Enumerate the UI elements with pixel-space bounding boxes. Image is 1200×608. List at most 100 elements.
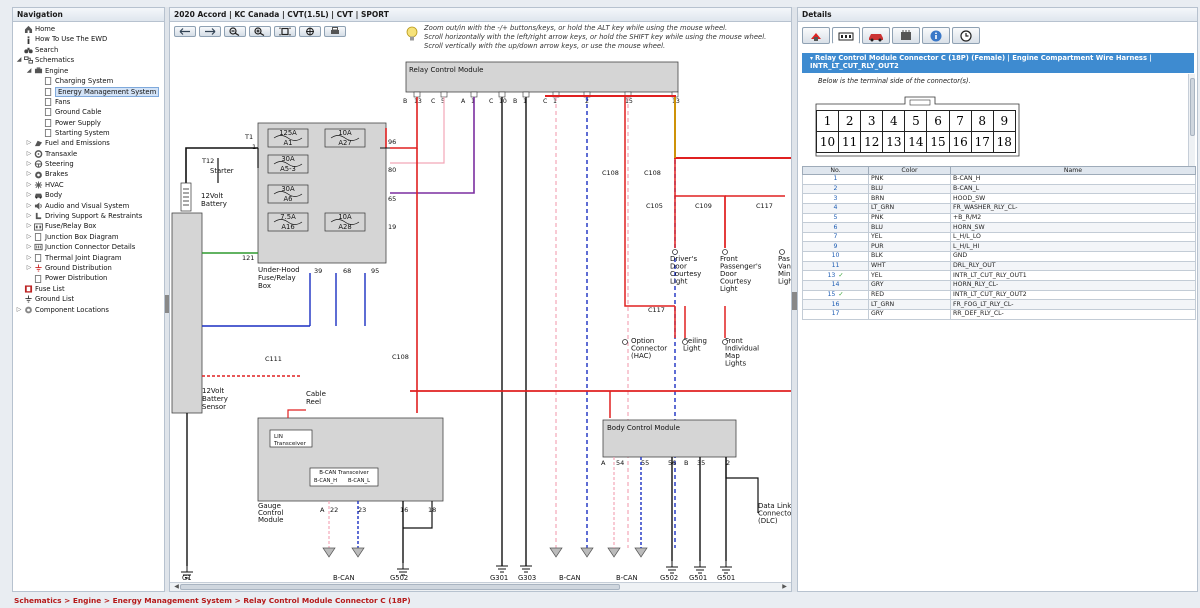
connector-pin[interactable]: 3 [861,111,884,132]
connector-pin[interactable]: 2 [839,111,862,132]
expand-toggle-icon[interactable]: ▷ [26,243,32,251]
locate-button[interactable] [299,26,321,37]
collapse-details-handle[interactable] [792,292,797,310]
nav-item-schematics[interactable]: ◢Schematics [13,55,164,65]
connector-pin[interactable]: 14 [905,132,928,153]
forward-button[interactable] [199,26,221,37]
horizontal-scrollbar[interactable]: ◀ ▶ [170,582,791,591]
nav-item-junction-box-diagram[interactable]: ▷Junction Box Diagram [13,232,164,242]
expand-toggle-icon[interactable]: ◢ [26,66,32,74]
connector-pin[interactable]: 10 [817,132,840,153]
expand-toggle-icon[interactable]: ▷ [26,201,32,209]
print-button[interactable] [324,26,346,37]
connector-title[interactable]: ▾Relay Control Module Connector C (18P) … [802,53,1194,73]
tab-connector-pin[interactable] [802,27,830,44]
expand-toggle-icon[interactable]: ▷ [26,139,32,147]
expand-toggle-icon[interactable]: ▷ [26,212,32,220]
connector-pin[interactable]: 4 [883,111,906,132]
nav-item-power-supply[interactable]: Power Supply [13,118,164,128]
nav-item-starting-system[interactable]: Starting System [13,128,164,138]
collapse-nav-handle[interactable] [165,295,169,313]
nav-item-component-locations[interactable]: ▷Component Locations [13,305,164,315]
connector-pin[interactable]: 11 [839,132,862,153]
nav-item-fuse-relay-box[interactable]: ▷Fuse/Relay Box [13,221,164,231]
zoom-out-button[interactable] [224,26,246,37]
tab-harness[interactable] [892,27,920,44]
nav-item-home[interactable]: Home [13,24,164,34]
nav-item-fans[interactable]: Fans [13,97,164,107]
expand-toggle-icon[interactable]: ▷ [26,191,32,199]
connector-pin[interactable]: 17 [971,132,994,153]
nav-item-engine[interactable]: ◢Engine [13,66,164,76]
right-splitter[interactable] [792,7,797,592]
nav-item-ground-cable[interactable]: Ground Cable [13,107,164,117]
nav-item-body[interactable]: ▷Body [13,190,164,200]
expand-toggle-icon[interactable]: ▷ [26,222,32,230]
connector-pin[interactable]: 18 [993,132,1016,153]
nav-item-audio-and-visual-system[interactable]: ▷Audio and Visual System [13,201,164,211]
nav-item-steering[interactable]: ▷Steering [13,159,164,169]
collapse-icon[interactable]: ▾ [810,55,814,62]
nav-item-thermal-joint-diagram[interactable]: ▷Thermal Joint Diagram [13,253,164,263]
expand-toggle-icon[interactable]: ▷ [16,305,22,313]
tab-connector-view[interactable] [832,27,860,44]
scroll-right-icon[interactable]: ▶ [782,583,787,590]
connector-pin[interactable]: 9 [993,111,1016,132]
nav-item-power-distribution[interactable]: Power Distribution [13,273,164,283]
tab-history[interactable] [952,27,980,44]
connector-pin[interactable]: 8 [971,111,994,132]
zoom-in-button[interactable] [249,26,271,37]
tab-info[interactable] [922,27,950,44]
expand-toggle-icon[interactable]: ▷ [26,149,32,157]
nav-item-ground-list[interactable]: Ground List [13,294,164,304]
connector-pin[interactable]: 1 [817,111,840,132]
nav-item-fuse-list[interactable]: Fuse List [13,284,164,294]
nav-item-transaxle[interactable]: ▷Transaxle [13,149,164,159]
nav-item-fuel-and-emissions[interactable]: ▷Fuel and Emissions [13,138,164,148]
fit-button[interactable] [274,26,296,37]
connector-pin[interactable]: 13 [883,132,906,153]
connector-pin[interactable]: 16 [949,132,972,153]
scroll-left-icon[interactable]: ◀ [174,583,179,590]
tab-vehicle-location[interactable] [862,27,890,44]
details-vertical-scrollbar[interactable] [1188,74,1195,172]
expand-toggle-icon[interactable]: ▷ [26,263,32,271]
nav-item-how-to-use-the-ewd[interactable]: How To Use The EWD [13,34,164,44]
connector-pin[interactable]: 7 [949,111,972,132]
expand-toggle-icon[interactable]: ▷ [26,253,32,261]
connector-pin[interactable]: 12 [861,132,884,153]
nav-item-brakes[interactable]: ▷Brakes [13,169,164,179]
scroll-thumb[interactable] [180,584,620,590]
nav-item-junction-connector-details[interactable]: ▷Junction Connector Details [13,242,164,252]
connector-pin[interactable]: 6 [927,111,950,132]
connector-pin[interactable]: 15 [927,132,950,153]
nav-item-search[interactable]: Search [13,45,164,55]
scroll-thumb[interactable] [1190,78,1195,136]
left-splitter[interactable] [165,7,169,592]
expand-toggle-icon[interactable]: ▷ [26,180,32,188]
nav-item-hvac[interactable]: ▷HVAC [13,180,164,190]
expand-toggle-icon[interactable]: ▷ [26,160,32,168]
nav-item-charging-system[interactable]: Charging System [13,76,164,86]
back-button[interactable] [174,26,196,37]
expand-toggle-icon[interactable]: ▷ [26,232,32,240]
nav-item-ground-distribution[interactable]: ▷Ground Distribution [13,263,164,273]
expand-toggle-icon[interactable]: ▷ [26,170,32,178]
expand-toggle-icon[interactable]: ◢ [16,56,22,64]
connector-pin[interactable]: 5 [905,111,928,132]
